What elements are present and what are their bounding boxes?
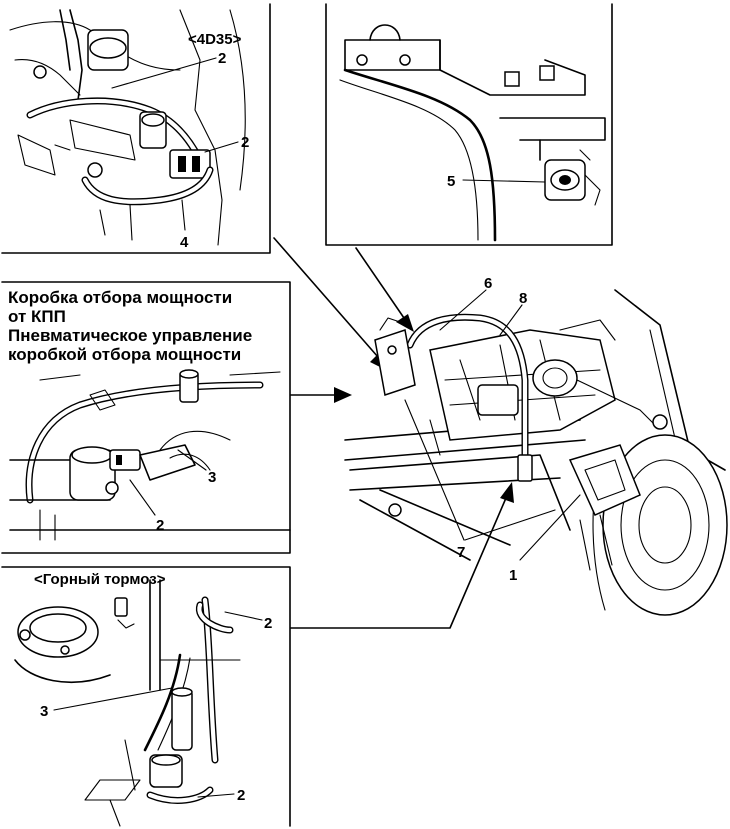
engine-4d35-leaders xyxy=(111,57,239,231)
engine-4d35-callout-2a: 2 xyxy=(218,50,226,67)
bracket-detail-illustration xyxy=(339,24,606,242)
mountain-brake-leader-3 xyxy=(53,687,173,711)
mountain-brake-illustration xyxy=(14,579,241,827)
bracket-callout-5: 5 xyxy=(447,173,455,190)
engine-4d35-callout-2b: 2 xyxy=(241,134,249,151)
panel-frames xyxy=(1,3,613,827)
main-callout-6: 6 xyxy=(484,275,492,292)
pto-illustration xyxy=(9,369,291,541)
bracket-leader-5 xyxy=(462,179,546,183)
pto-title-line-4: коробкой отбора мощности xyxy=(8,345,241,364)
pto-leader-2 xyxy=(129,479,156,516)
pto-callout-3: 3 xyxy=(208,469,216,486)
engine-4d35-callout-4: 4 xyxy=(180,234,189,251)
mountain-brake-leader-2b xyxy=(197,793,235,798)
pto-callout-2: 2 xyxy=(156,517,164,534)
main-chassis-illustration xyxy=(344,289,728,616)
main-callout-8: 8 xyxy=(519,290,527,307)
mountain-brake-callout-3: 3 xyxy=(40,703,48,720)
main-callout-1: 1 xyxy=(509,567,517,584)
mountain-brake-variant-label: <Горный тормоз> xyxy=(34,571,166,588)
pto-title-line-3: Пневматическое управление xyxy=(8,326,252,345)
mountain-brake-callout-2a: 2 xyxy=(264,615,272,632)
pto-leader-3 xyxy=(177,449,207,471)
mountain-brake-callout-2b: 2 xyxy=(237,787,245,804)
main-view-leaders xyxy=(404,289,581,561)
pto-title-line-1: Коробка отбора мощности xyxy=(8,288,232,307)
mountain-brake-leader-2a xyxy=(224,611,263,621)
engine-4d35-illustration xyxy=(9,9,246,246)
main-callout-7: 7 xyxy=(457,544,465,561)
pto-title-line-2: от КПП xyxy=(8,307,66,326)
engine-4d35-variant-label: <4D35> xyxy=(188,31,242,48)
